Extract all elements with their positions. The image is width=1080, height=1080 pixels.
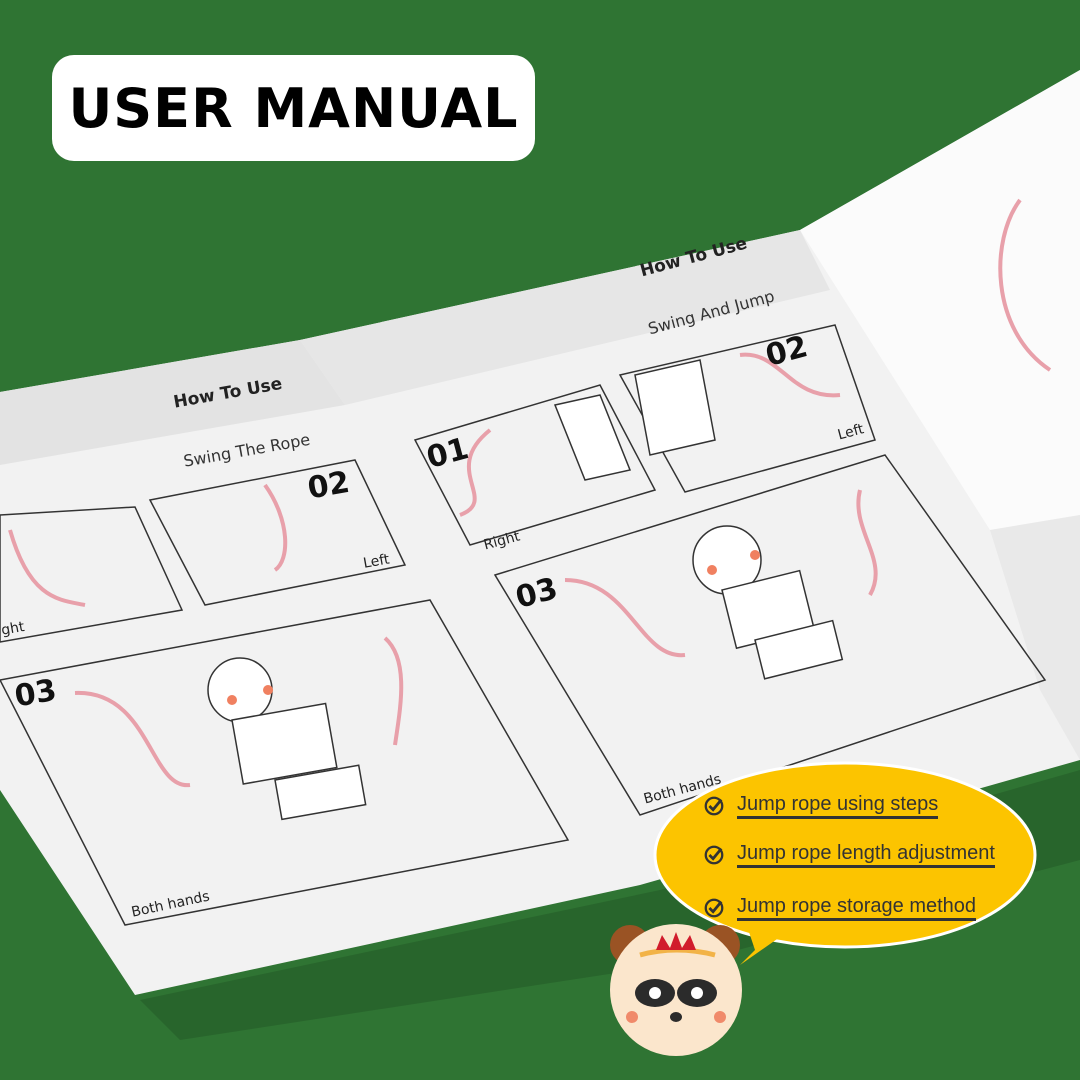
left-step-02-box <box>148 459 407 606</box>
speech-bubble <box>653 761 1037 949</box>
panda-mascot-icon <box>610 924 742 1056</box>
bubble-item-label[interactable]: Jump rope using steps <box>737 793 939 819</box>
bubble-item-storage[interactable]: Jump rope storage method <box>703 895 977 921</box>
left-step-02-number: 02 <box>305 464 353 507</box>
bubble-item-label[interactable]: Jump rope length adjustment <box>737 842 995 868</box>
child-figure <box>207 359 844 821</box>
check-circle-icon <box>704 898 724 918</box>
bubble-item-steps[interactable]: Jump rope using steps <box>703 793 939 819</box>
check-circle-icon <box>704 796 724 816</box>
rope-lines <box>8 198 1052 788</box>
middle-step-02-box <box>618 324 876 493</box>
bubble-item-label[interactable]: Jump rope storage method <box>737 895 977 921</box>
middle-step-03-box <box>493 454 1047 816</box>
check-circle-icon <box>704 845 724 865</box>
bubble-item-length[interactable]: Jump rope length adjustment <box>703 842 995 868</box>
banner-title: USER MANUAL <box>68 76 519 140</box>
left-step-03-box <box>0 599 570 926</box>
middle-step-01-box <box>413 384 657 546</box>
left-step-01-box <box>0 506 184 643</box>
user-manual-banner: USER MANUAL <box>52 55 535 161</box>
left-step-03-number: 03 <box>12 672 60 715</box>
